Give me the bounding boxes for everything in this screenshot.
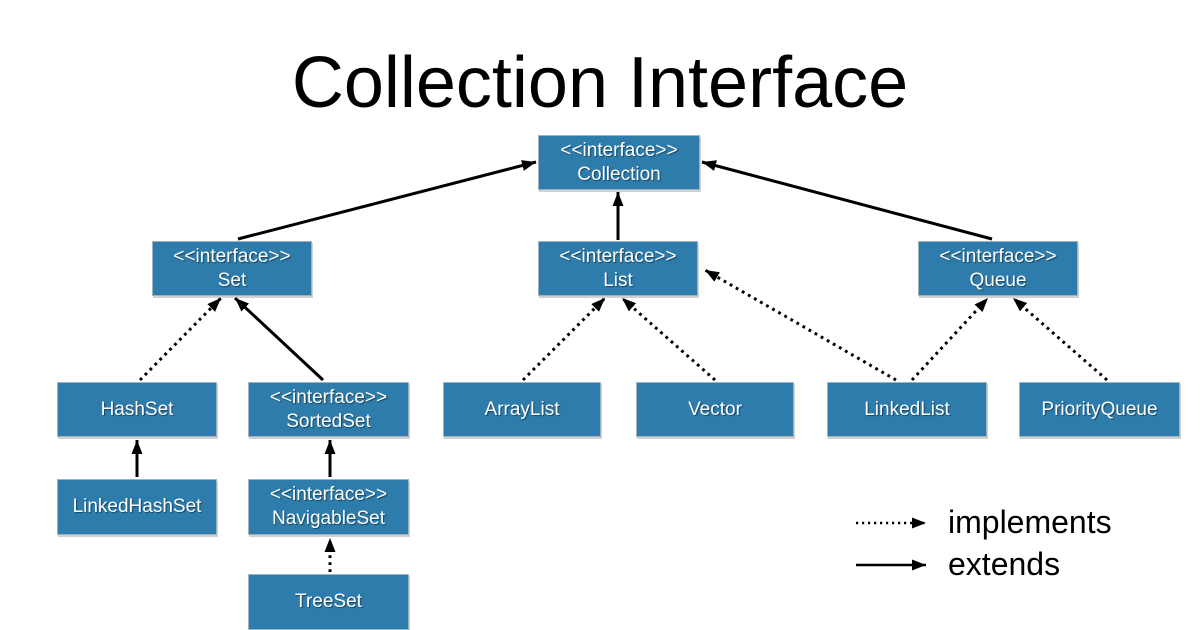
diagram-title: Collection Interface xyxy=(291,43,909,123)
node-collection-name: Collection xyxy=(577,163,661,185)
node-sortedset: <<interface>> SortedSet xyxy=(248,382,409,437)
node-queue: <<interface>> Queue xyxy=(918,241,1078,296)
node-set-stereotype: <<interface>> xyxy=(173,245,291,267)
node-navigableset: <<interface>> NavigableSet xyxy=(248,479,409,535)
node-hashset-name: HashSet xyxy=(100,398,174,420)
node-sortedset-name: SortedSet xyxy=(286,410,371,432)
node-set-name: Set xyxy=(217,269,247,291)
node-navigableset-name: NavigableSet xyxy=(271,508,386,529)
edge-sortedset-extends-set xyxy=(233,296,325,382)
node-collection: <<interface>> Collection xyxy=(538,135,700,190)
node-linkedlist-name: LinkedList xyxy=(864,398,950,420)
edge-linkedlist-implements-queue xyxy=(910,296,990,382)
node-hashset: HashSet xyxy=(57,382,217,437)
node-set: <<interface>> Set xyxy=(152,241,312,296)
edge-arraylist-implements-list xyxy=(521,296,607,382)
node-arraylist: ArrayList xyxy=(443,382,601,437)
node-list-name: List xyxy=(603,269,633,291)
node-linkedhashset-name: LinkedHashSet xyxy=(72,496,202,517)
node-sortedset-stereotype: <<interface>> xyxy=(269,386,388,408)
node-priorityqueue: PriorityQueue xyxy=(1019,382,1180,437)
node-treeset: TreeSet xyxy=(248,574,409,630)
edge-hashset-implements-set xyxy=(138,296,223,382)
node-list-stereotype: <<interface>> xyxy=(559,245,677,267)
node-vector-name: Vector xyxy=(688,398,742,420)
edge-linkedlist-implements-list xyxy=(704,268,897,382)
edge-priorityqueue-implements-queue xyxy=(1012,296,1108,382)
edge-queue-extends-collection xyxy=(701,160,993,241)
node-linkedhashset: LinkedHashSet xyxy=(57,479,217,535)
node-collection-stereotype: <<interface>> xyxy=(560,139,678,161)
node-treeset-name: TreeSet xyxy=(295,591,362,612)
node-arraylist-name: ArrayList xyxy=(484,398,560,420)
legend-extends-label: extends xyxy=(948,546,1061,582)
node-navigableset-stereotype: <<interface>> xyxy=(269,484,388,505)
node-linkedlist: LinkedList xyxy=(827,382,987,437)
edge-vector-implements-list xyxy=(621,296,716,382)
node-list: <<interface>> List xyxy=(538,241,698,296)
node-queue-name: Queue xyxy=(969,269,1027,291)
node-vector: Vector xyxy=(636,382,794,437)
node-queue-stereotype: <<interface>> xyxy=(939,245,1057,267)
legend-implements-label: implements xyxy=(948,504,1112,540)
edge-set-extends-collection xyxy=(237,160,537,241)
node-priorityqueue-name: PriorityQueue xyxy=(1041,398,1158,420)
